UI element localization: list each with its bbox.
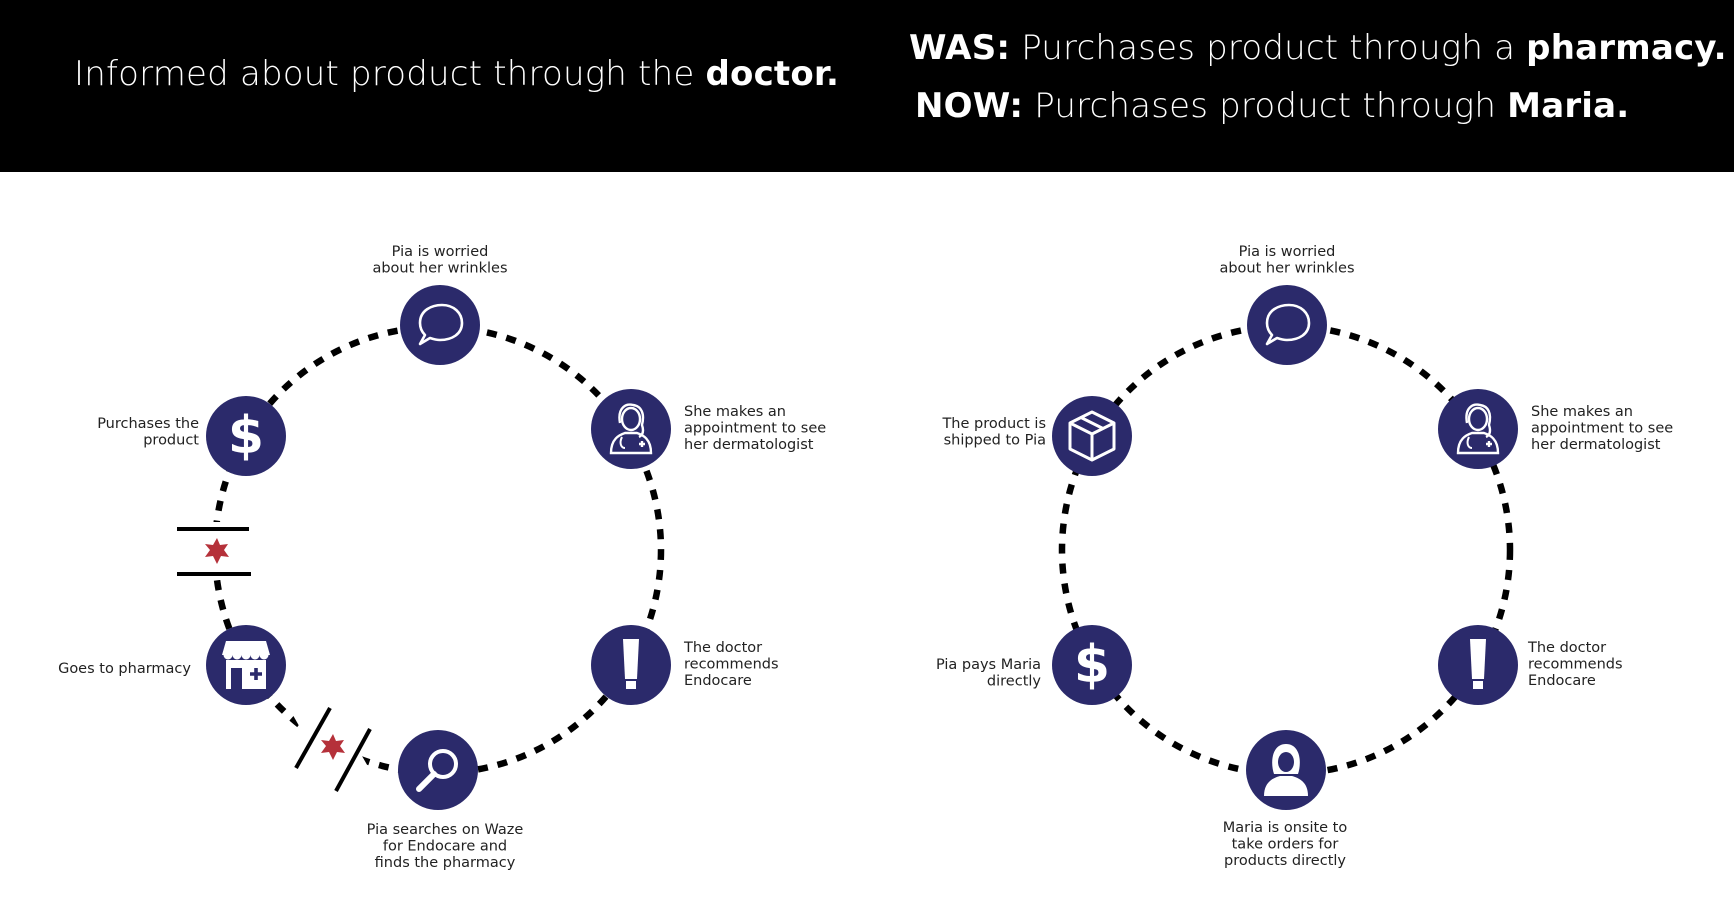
break-mark-2 — [290, 700, 372, 792]
left-cycle-node-5: Goes to pharmacy — [58, 625, 286, 705]
tube-icon — [1470, 639, 1486, 689]
header-banner: Informed about product through the docto… — [0, 0, 1734, 172]
doctor-icon — [1456, 403, 1500, 455]
dollar-icon: $ — [228, 406, 264, 466]
break-star-icon — [205, 538, 229, 564]
node-label: Goes to pharmacy — [58, 661, 191, 677]
box-icon — [1068, 410, 1116, 462]
header-left-text: Informed about product through the docto… — [74, 54, 840, 94]
doctor-icon — [609, 403, 653, 455]
node-circle — [398, 730, 478, 810]
header-was-text: WAS: Purchases product through a pharmac… — [909, 28, 1727, 68]
tube-icon — [623, 639, 639, 689]
node-circle — [1247, 285, 1327, 365]
svg-text:$: $ — [228, 406, 264, 466]
break-star-icon — [321, 734, 345, 760]
speech-bubble-icon — [1265, 303, 1311, 346]
right-cycle-ring — [1058, 322, 1514, 778]
node-circle — [1052, 625, 1132, 705]
person-icon — [1264, 744, 1308, 796]
magnifier-icon — [416, 749, 458, 792]
dollar-icon: $ — [1074, 635, 1110, 695]
node-circle — [206, 396, 286, 476]
pharmacy-icon — [222, 641, 270, 689]
left-cycle-ring — [211, 323, 665, 777]
header-now-text: NOW: Purchases product through Maria. — [915, 86, 1630, 126]
speech-bubble-icon — [418, 303, 464, 346]
node-circle — [400, 285, 480, 365]
svg-text:$: $ — [1074, 635, 1110, 695]
break-mark-1 — [175, 522, 265, 580]
